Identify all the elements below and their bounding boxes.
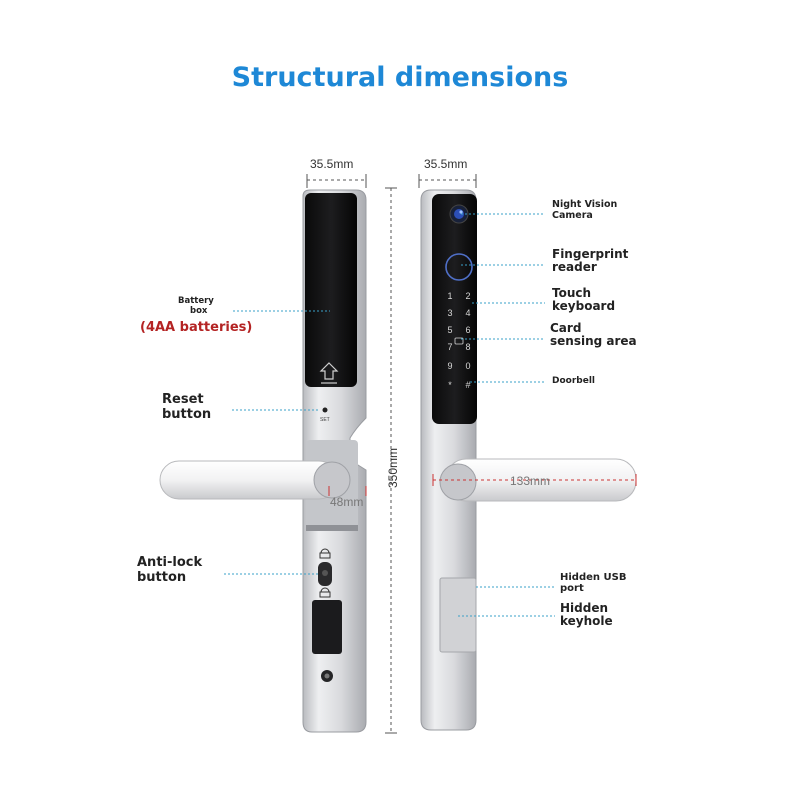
battery-box-label: Battery box — [178, 296, 214, 316]
key-star[interactable]: * — [448, 380, 452, 390]
key-5[interactable]: 5 — [447, 325, 452, 335]
reset-button-label: Reset button — [162, 392, 212, 422]
page-title: Structural dimensions — [231, 62, 569, 93]
battery-spec-label: (4AA batteries) — [140, 320, 253, 335]
left-handle-rose — [313, 461, 351, 499]
height-dimension: 350mm — [386, 447, 400, 488]
key-1[interactable]: 1 — [447, 291, 452, 301]
touch-keyboard-label: Touch keyboard — [552, 286, 616, 314]
right-width-dimension: 35.5mm — [424, 157, 468, 171]
left-lock: SET — [159, 189, 367, 733]
anti-lock-button-label: Anti-lock button — [137, 555, 203, 585]
lock-icon — [320, 587, 330, 593]
handle-length-dimension: 133mm — [510, 474, 551, 488]
arrow-up-icon — [319, 362, 339, 380]
card-sensing-icon — [454, 337, 464, 345]
dimension-lines — [306, 174, 477, 734]
key-8[interactable]: 8 — [465, 342, 470, 352]
front-panel — [432, 194, 477, 424]
card-sensing-area-label: Card sensing area — [550, 321, 637, 349]
key-3[interactable]: 3 — [447, 308, 452, 318]
hidden-usb-port-label: Hidden USB port — [560, 572, 627, 595]
left-handle — [159, 460, 339, 500]
usb-cover — [439, 577, 477, 653]
key-hash[interactable]: # — [465, 380, 470, 390]
doorbell-label: Doorbell — [552, 376, 595, 386]
hidden-keyhole-label: Hidden keyhole — [560, 601, 613, 629]
key-4[interactable]: 4 — [465, 308, 470, 318]
leader-lines — [224, 213, 555, 617]
night-vision-camera-label: Night Vision Camera — [552, 199, 618, 221]
key-0[interactable]: 0 — [465, 361, 470, 371]
reset-button-dot — [322, 407, 328, 413]
handle-offset-dimension: 48mm — [330, 495, 364, 509]
handle-dimension-markers — [328, 474, 637, 496]
right-handle-rose — [439, 463, 477, 501]
left-width-dimension: 35.5mm — [310, 157, 354, 171]
battery-access-door — [312, 600, 342, 654]
fingerprint-ring — [445, 253, 473, 281]
key-9[interactable]: 9 — [447, 361, 452, 371]
fingerprint-reader-label: Fingerprint reader — [552, 247, 629, 275]
battery-box-cover — [305, 193, 357, 387]
key-2[interactable]: 2 — [465, 291, 470, 301]
key-7[interactable]: 7 — [447, 342, 452, 352]
key-6[interactable]: 6 — [465, 325, 470, 335]
reset-mark: SET — [320, 417, 330, 423]
keypad: 1 2 3 4 5 6 7 8 9 0 * # — [447, 291, 470, 390]
unlock-icon — [320, 548, 330, 554]
